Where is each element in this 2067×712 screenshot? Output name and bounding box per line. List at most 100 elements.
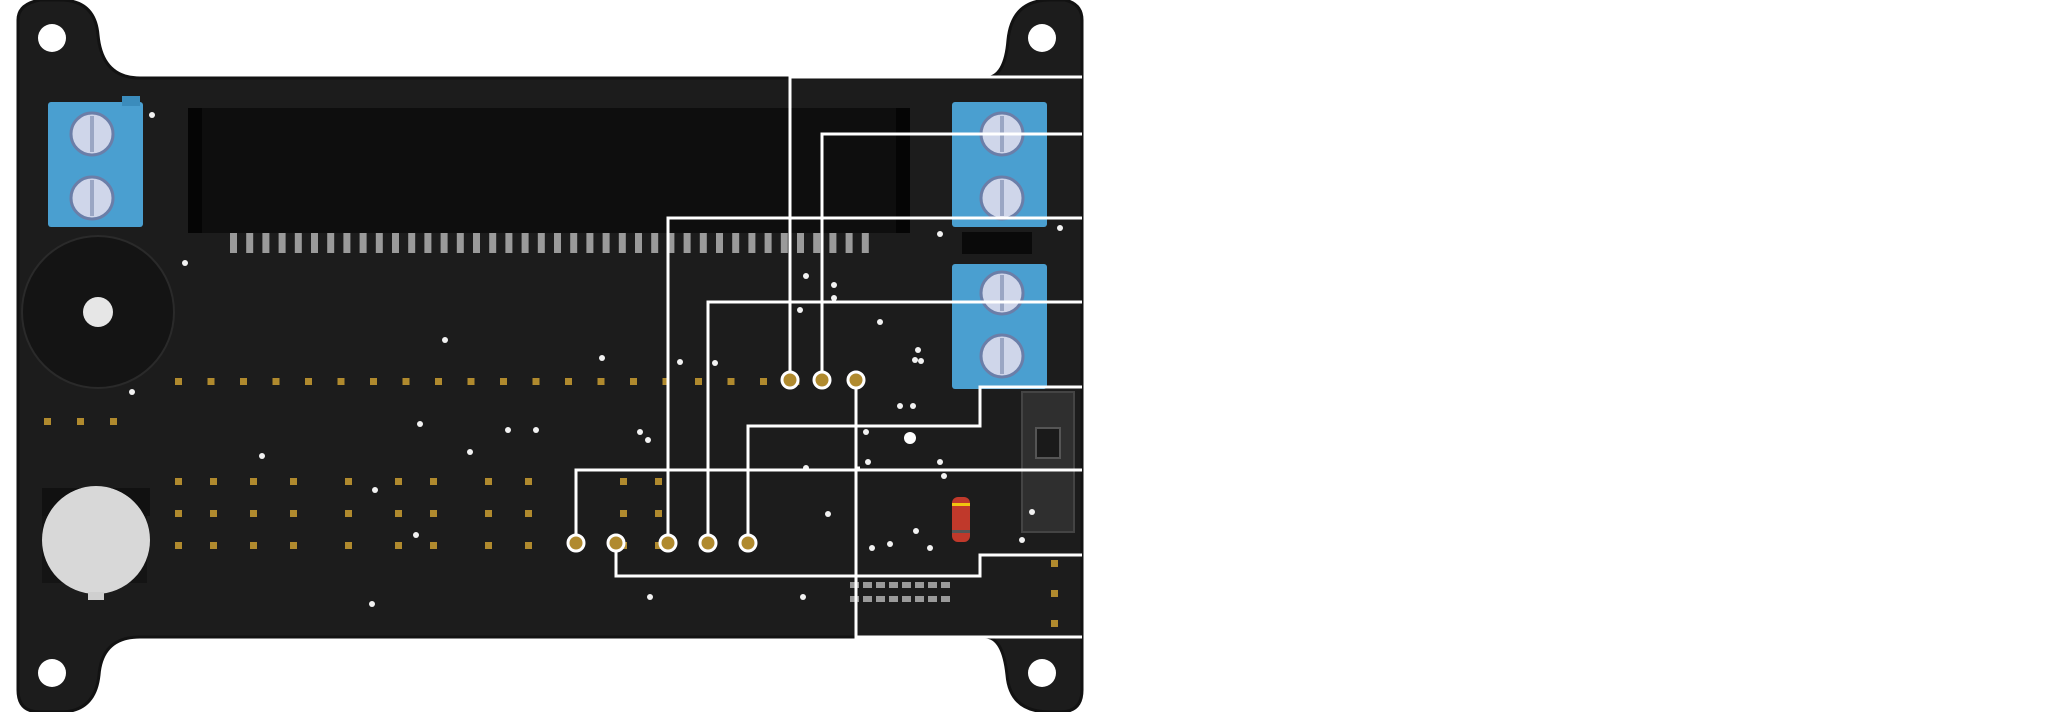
smd-pad bbox=[533, 427, 539, 433]
lcd-pin bbox=[861, 233, 869, 253]
pin-headers bbox=[44, 378, 1058, 627]
smd-pad bbox=[599, 355, 605, 361]
header-pin bbox=[77, 418, 84, 425]
header-pin bbox=[402, 378, 410, 385]
lcd-pin bbox=[618, 233, 626, 253]
lcd-pin bbox=[473, 233, 480, 253]
callout-marker bbox=[606, 533, 626, 553]
smd-pad bbox=[825, 511, 831, 517]
lcd-pin bbox=[489, 233, 497, 253]
callout-marker bbox=[738, 533, 758, 553]
smd-pads bbox=[129, 112, 1063, 607]
terminal-block-left bbox=[48, 96, 143, 227]
header-pin bbox=[760, 378, 767, 385]
lcd-pin bbox=[716, 233, 723, 253]
leader-line bbox=[706, 300, 1082, 543]
lcd-pin bbox=[359, 233, 367, 253]
lcd-pin bbox=[375, 233, 383, 253]
smd-pad bbox=[928, 582, 937, 588]
header-pin bbox=[655, 542, 662, 549]
header-pin bbox=[430, 478, 437, 485]
mounting-hole-icon bbox=[38, 24, 66, 52]
smd-pad bbox=[645, 437, 651, 443]
smd-pad bbox=[413, 532, 419, 538]
callout-marker bbox=[698, 533, 718, 553]
smd-pad bbox=[928, 596, 937, 602]
smd-pad bbox=[889, 596, 898, 602]
switch-icon bbox=[1021, 391, 1075, 533]
header-pin bbox=[1051, 560, 1058, 567]
smd-strip bbox=[850, 582, 950, 602]
header-pin bbox=[175, 510, 182, 517]
header-pin bbox=[525, 510, 532, 517]
header-pin bbox=[620, 478, 627, 485]
lcd-display bbox=[188, 108, 910, 253]
header-pin bbox=[430, 542, 437, 549]
lcd-pin bbox=[408, 233, 416, 253]
lcd-pin bbox=[278, 233, 286, 253]
header-pin bbox=[727, 378, 735, 385]
smd-pad bbox=[863, 596, 872, 602]
header-pin bbox=[1051, 590, 1058, 597]
header-pin bbox=[467, 378, 475, 385]
lcd-pin bbox=[230, 233, 237, 253]
smd-pad bbox=[876, 596, 885, 602]
leader-line bbox=[854, 380, 1082, 639]
lcd-pin bbox=[246, 233, 254, 253]
smd-pad bbox=[1029, 509, 1035, 515]
lcd-pin bbox=[829, 233, 837, 253]
smd-pad bbox=[887, 541, 893, 547]
lcd-pin bbox=[262, 233, 270, 253]
smd-pad bbox=[677, 359, 683, 365]
header-pin bbox=[337, 378, 345, 385]
header-pin bbox=[485, 478, 492, 485]
header-pin bbox=[175, 478, 182, 485]
coin-battery-icon bbox=[42, 486, 150, 600]
leader-line bbox=[788, 75, 1082, 380]
header-pin bbox=[395, 542, 402, 549]
smd-pad bbox=[941, 596, 950, 602]
smd-pad bbox=[889, 582, 898, 588]
callout-marker bbox=[658, 533, 678, 553]
smd-pad bbox=[897, 403, 903, 409]
smd-pad bbox=[865, 459, 871, 465]
header-pin bbox=[210, 478, 217, 485]
lcd-pin bbox=[505, 233, 513, 253]
smd-pad bbox=[863, 582, 872, 588]
smd-pad bbox=[259, 453, 265, 459]
header-pin bbox=[210, 542, 217, 549]
header-pin bbox=[250, 542, 257, 549]
header-pin bbox=[272, 378, 280, 385]
header-pin bbox=[44, 418, 51, 425]
lcd-pin bbox=[845, 233, 853, 253]
header-pin bbox=[525, 542, 532, 549]
leader-line bbox=[746, 385, 1082, 543]
lcd-pin bbox=[797, 233, 804, 253]
smd-pad bbox=[913, 528, 919, 534]
lcd-pin bbox=[764, 233, 772, 253]
header-pin bbox=[485, 510, 492, 517]
smd-pad bbox=[915, 347, 921, 353]
smd-pad bbox=[831, 282, 837, 288]
smd-pad bbox=[467, 449, 473, 455]
header-pin bbox=[430, 510, 437, 517]
lcd-pin bbox=[554, 233, 561, 253]
header-pin bbox=[1051, 620, 1058, 627]
smd-pad bbox=[910, 403, 916, 409]
header-pin bbox=[290, 510, 297, 517]
header-pin bbox=[620, 510, 627, 517]
smd-pad bbox=[941, 582, 950, 588]
header-pin bbox=[240, 378, 247, 385]
lcd-pin bbox=[537, 233, 545, 253]
header-pin bbox=[207, 378, 215, 385]
smd-pad bbox=[149, 112, 155, 118]
smd-pad bbox=[863, 429, 869, 435]
lcd-pin bbox=[780, 233, 788, 253]
smd-pad bbox=[876, 582, 885, 588]
mounting-hole-icon bbox=[1028, 24, 1056, 52]
smd-pad bbox=[869, 545, 875, 551]
callout-marker bbox=[780, 370, 800, 390]
lcd-pin bbox=[813, 233, 821, 253]
header-pin bbox=[305, 378, 312, 385]
header-pin bbox=[210, 510, 217, 517]
